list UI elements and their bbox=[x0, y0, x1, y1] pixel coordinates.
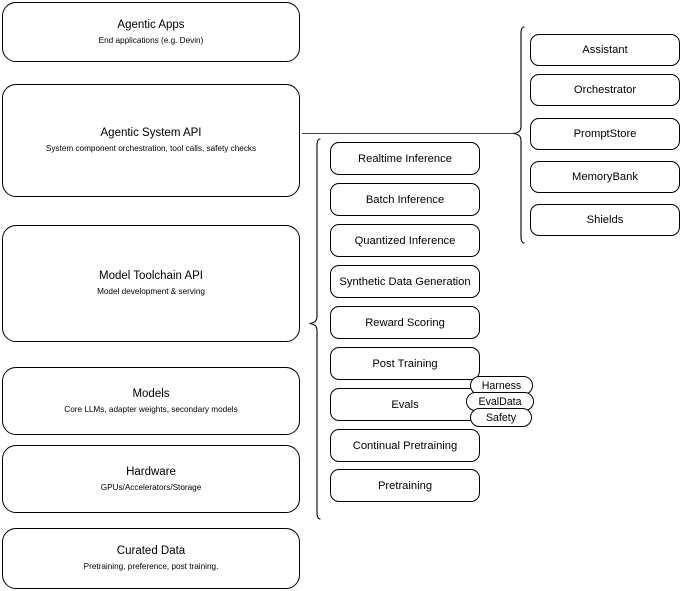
capability-label: Evals bbox=[391, 398, 419, 411]
layer-subtitle: Model development & serving bbox=[97, 287, 205, 296]
layer-subtitle: Core LLMs, adapter weights, secondary mo… bbox=[64, 404, 238, 414]
layer-title: Model Toolchain API bbox=[99, 270, 203, 282]
layer-box-curated-data[interactable]: Curated Data Pretraining, preference, po… bbox=[2, 528, 300, 589]
layer-title: Hardware bbox=[126, 465, 176, 478]
capability-box-reward-scoring[interactable]: Reward Scoring bbox=[330, 306, 480, 339]
evals-badge-safety[interactable]: Safety bbox=[470, 408, 532, 427]
evals-badge-evaldata[interactable]: EvalData bbox=[466, 392, 534, 411]
component-box-memorybank[interactable]: MemoryBank bbox=[530, 161, 680, 193]
layer-title: Curated Data bbox=[116, 545, 186, 557]
capability-label: Post Training bbox=[372, 357, 438, 370]
layer-subtitle: GPUs/Accelerators/Storage bbox=[100, 482, 202, 492]
capability-label: Pretraining bbox=[377, 479, 433, 492]
component-label: Orchestrator bbox=[573, 84, 637, 96]
capability-box-continual-pretraining[interactable]: Continual Pretraining bbox=[330, 429, 480, 462]
layer-box-hardware[interactable]: Hardware GPUs/Accelerators/Storage bbox=[2, 445, 300, 513]
layer-box-agentic-system-api[interactable]: Agentic System API System component orch… bbox=[2, 84, 300, 197]
layer-box-model-toolchain-api[interactable]: Model Toolchain API Model development & … bbox=[2, 225, 300, 342]
layer-box-agentic-apps[interactable]: Agentic Apps End applications (e.g. Devi… bbox=[2, 2, 300, 62]
component-box-shields[interactable]: Shields bbox=[530, 204, 680, 236]
layer-title: Agentic Apps bbox=[117, 18, 185, 31]
layer-title: Agentic System API bbox=[100, 127, 202, 139]
capability-box-pretraining[interactable]: Pretraining bbox=[330, 469, 480, 502]
capability-label: Quantized Inference bbox=[354, 234, 456, 247]
capability-label: Batch Inference bbox=[365, 193, 445, 206]
layer-title: Models bbox=[132, 387, 170, 400]
brace-toolchain-capabilities bbox=[309, 138, 321, 520]
capability-box-evals[interactable]: Evals bbox=[330, 388, 480, 421]
capability-label: Reward Scoring bbox=[365, 316, 445, 329]
component-box-assistant[interactable]: Assistant bbox=[530, 34, 680, 66]
component-label: MemoryBank bbox=[572, 171, 638, 183]
layer-subtitle: End applications (e.g. Devin) bbox=[98, 35, 204, 45]
capability-label: Realtime Inference bbox=[358, 152, 452, 165]
capability-box-post-training[interactable]: Post Training bbox=[330, 347, 480, 380]
component-label: PromptStore bbox=[573, 128, 637, 140]
connector-line-system-api-to-components bbox=[302, 133, 515, 134]
component-box-promptstore[interactable]: PromptStore bbox=[530, 118, 680, 150]
capability-box-quantized-inference[interactable]: Quantized Inference bbox=[330, 224, 480, 257]
component-label: Shields bbox=[586, 214, 624, 226]
layer-box-models[interactable]: Models Core LLMs, adapter weights, secon… bbox=[2, 367, 300, 435]
capability-box-batch-inference[interactable]: Batch Inference bbox=[330, 183, 480, 216]
layer-subtitle: Pretraining, preference, post training. bbox=[83, 562, 219, 571]
capability-label: Continual Pretraining bbox=[352, 439, 458, 452]
capability-box-realtime-inference[interactable]: Realtime Inference bbox=[330, 142, 480, 175]
component-label: Assistant bbox=[582, 44, 628, 56]
brace-system-components bbox=[513, 26, 525, 244]
capability-label: Synthetic Data Generation bbox=[339, 275, 471, 288]
component-box-orchestrator[interactable]: Orchestrator bbox=[530, 74, 680, 106]
capability-box-synthetic-data-generation[interactable]: Synthetic Data Generation bbox=[330, 265, 480, 298]
layer-subtitle: System component orchestration, tool cal… bbox=[45, 144, 257, 153]
